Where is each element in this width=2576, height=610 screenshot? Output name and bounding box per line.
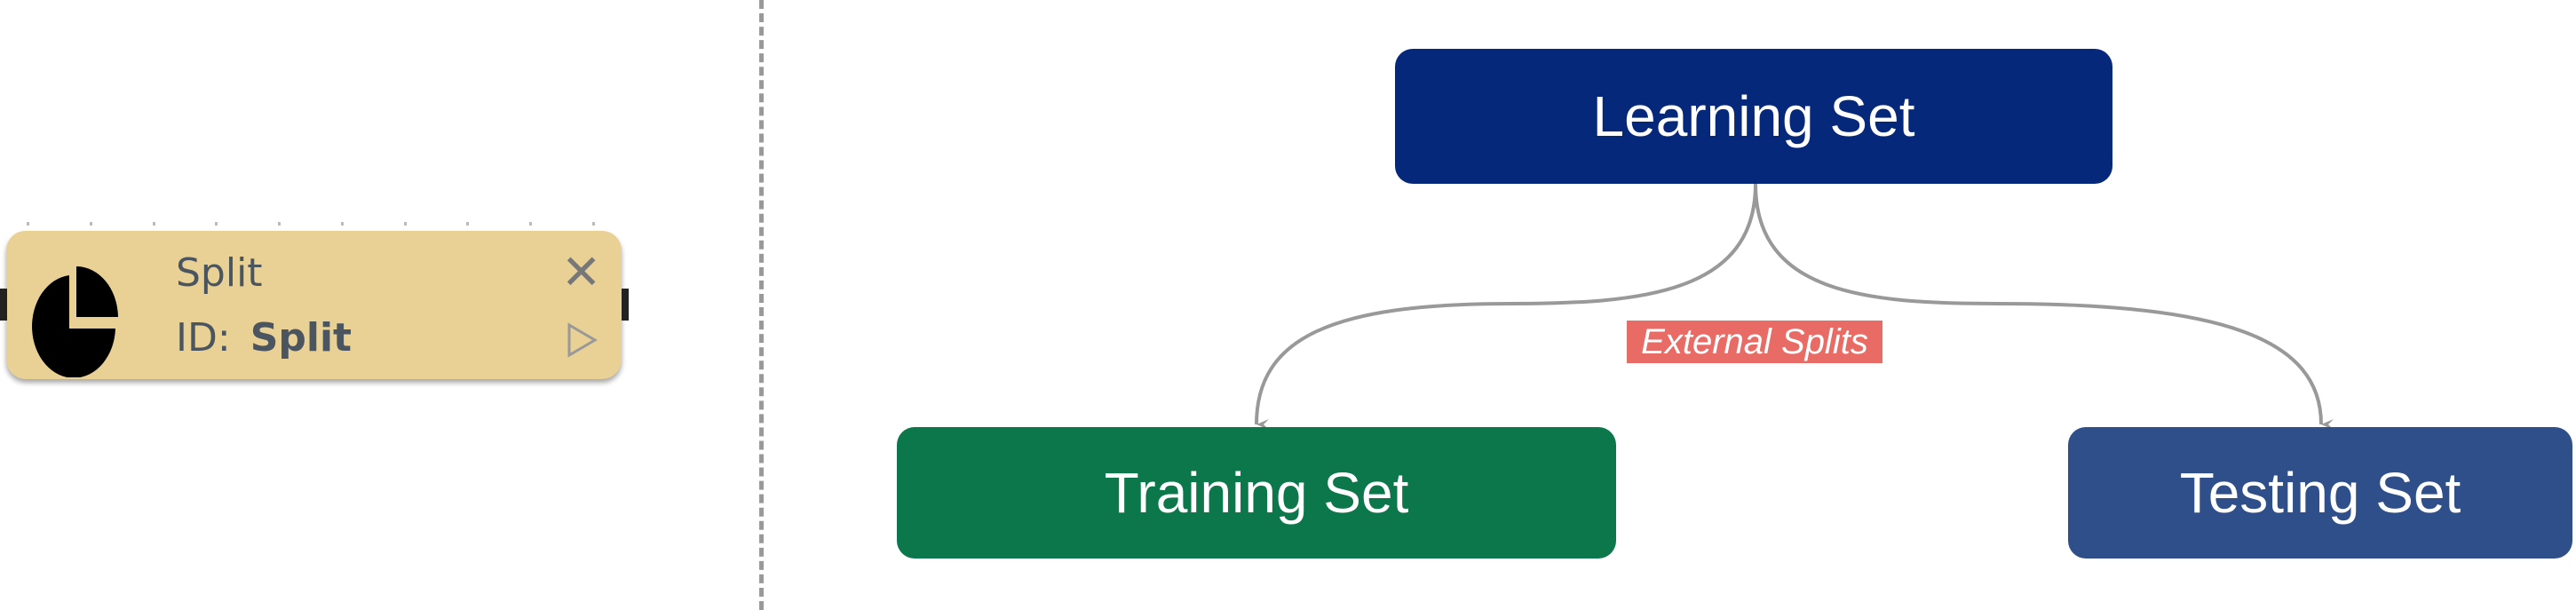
edge-to-training bbox=[1255, 183, 1757, 431]
play-icon[interactable] bbox=[567, 322, 598, 358]
divider-dashed-line bbox=[759, 0, 764, 610]
node-title: Split bbox=[176, 250, 263, 296]
edge-to-testing bbox=[1754, 183, 2334, 430]
grid-ticks bbox=[27, 222, 595, 226]
learning-set-box: Learning Set bbox=[1395, 49, 2112, 184]
close-icon[interactable]: ✕ bbox=[561, 246, 602, 299]
input-port[interactable] bbox=[0, 289, 7, 321]
output-port[interactable] bbox=[622, 289, 629, 321]
edge-label: External Splits bbox=[1627, 321, 1882, 363]
node-id-label: ID: bbox=[176, 315, 231, 360]
testing-set-box: Testing Set bbox=[2068, 427, 2572, 559]
node-id-value: Split bbox=[250, 315, 353, 360]
pie-chart-icon bbox=[32, 266, 118, 377]
node-id: ID: Split bbox=[176, 315, 352, 360]
training-set-box: Training Set bbox=[897, 427, 1616, 559]
